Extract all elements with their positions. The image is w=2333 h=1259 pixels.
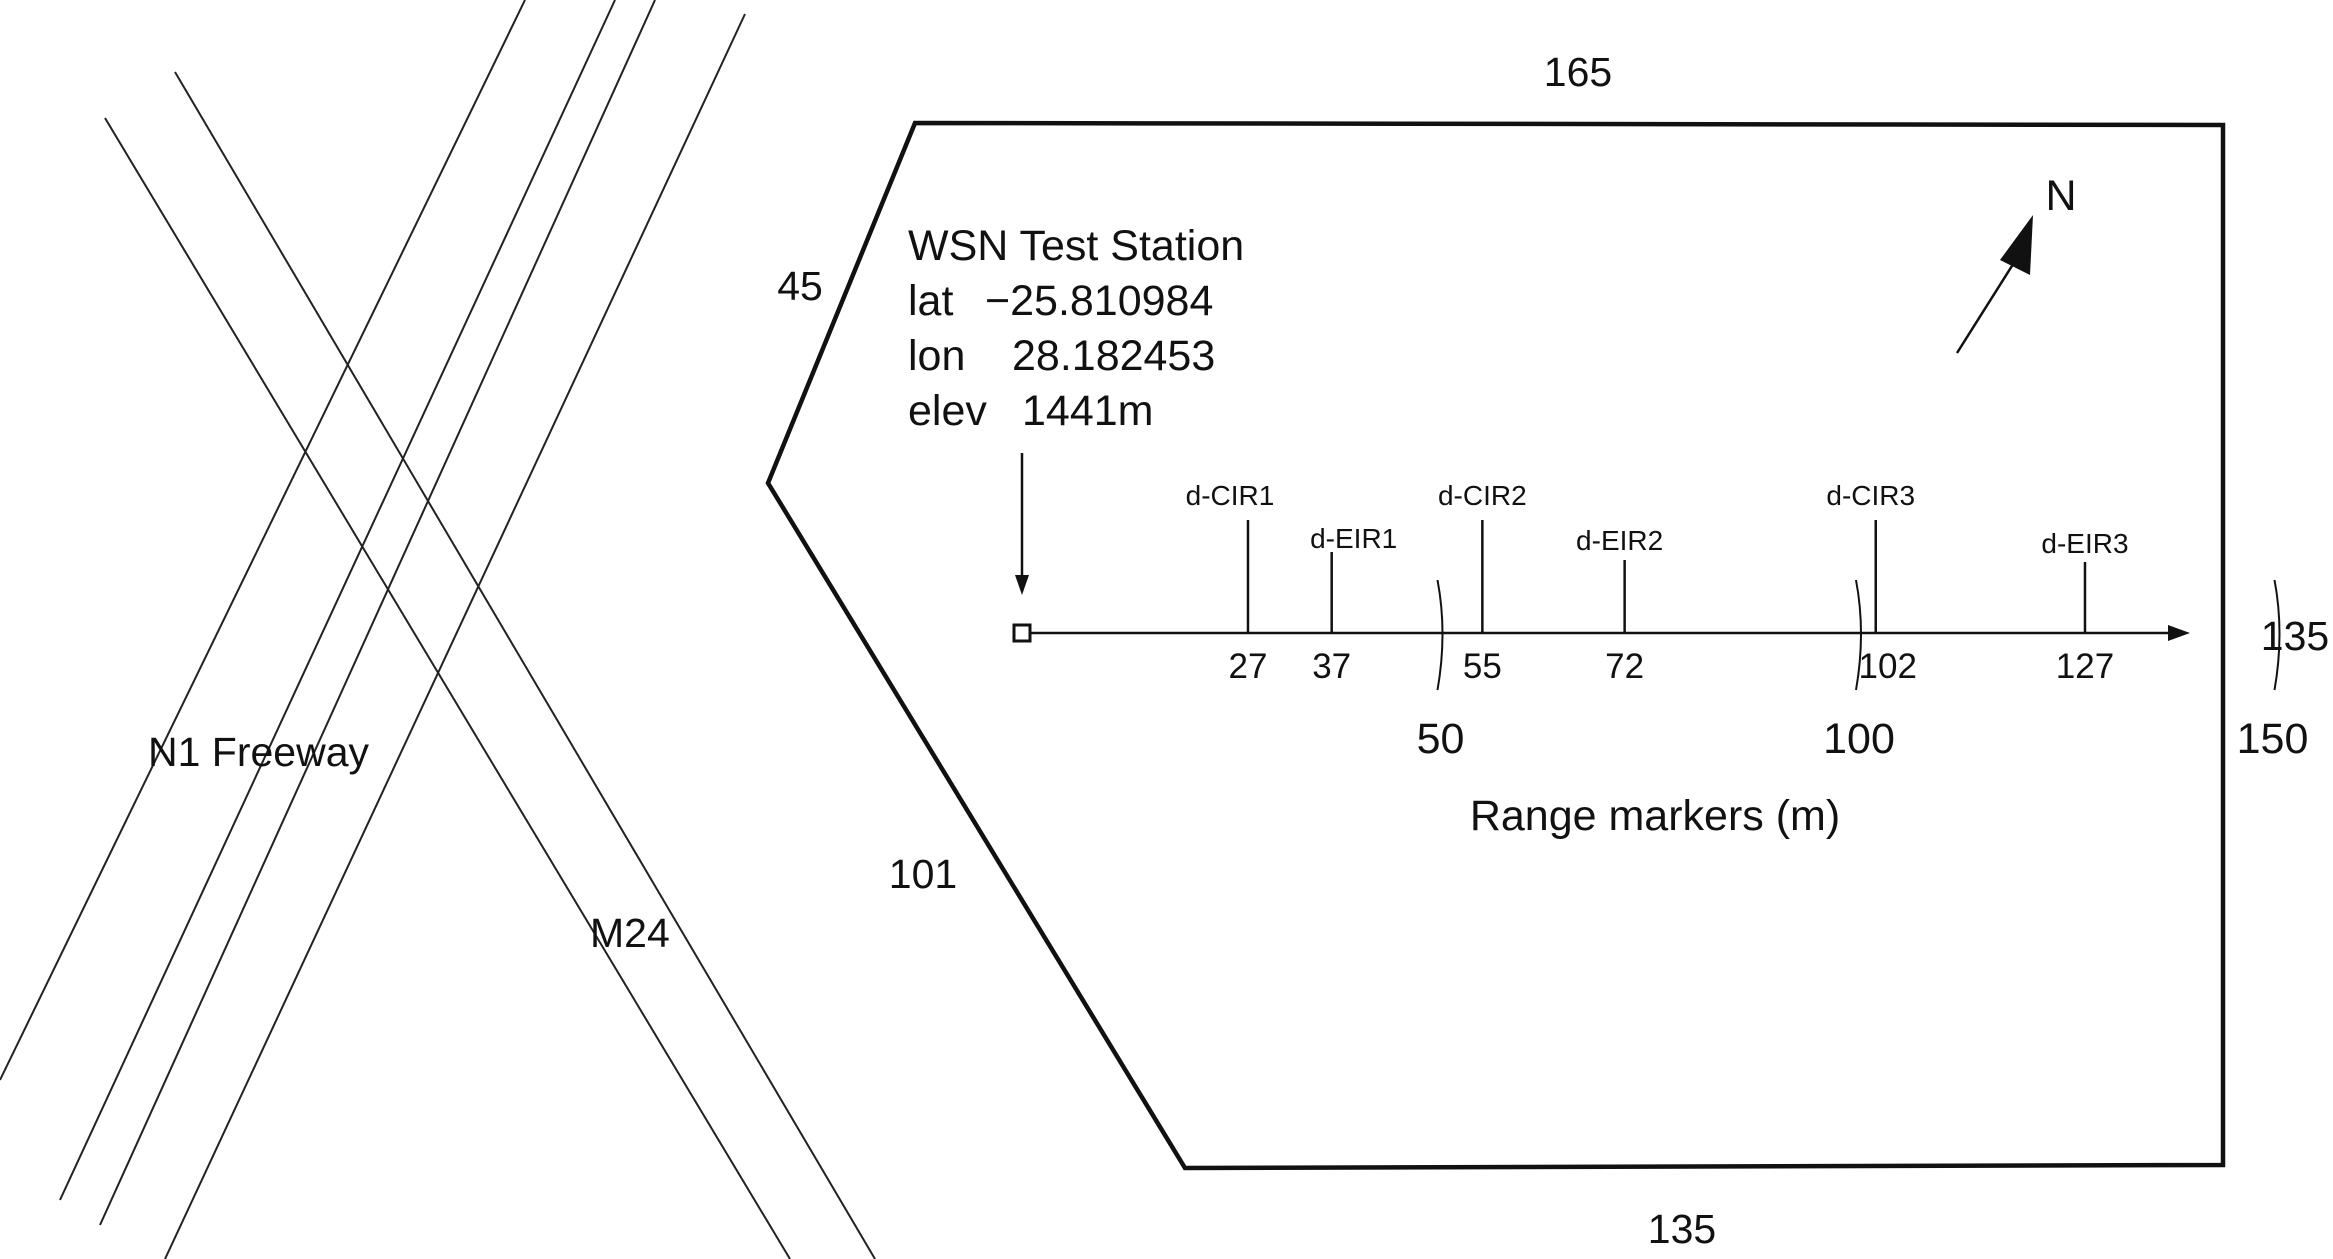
m24-label: M24 [590,910,670,956]
m24-road-edge-1 [104,117,791,1259]
station-marker-square-icon [1012,623,1032,643]
n1-road-edge-2 [59,0,616,1201]
range-axis-arrowhead-icon [2168,625,2190,641]
station-title: WSN Test Station [908,222,1244,270]
station-elev-value: 1441m [1022,387,1153,435]
north-label: N [2045,172,2076,220]
north-arrow-head-icon [2000,215,2033,275]
range-label-100: 100 [1823,715,1895,763]
edge-label-lower-left: 101 [889,851,957,897]
range-label-150: 150 [2237,715,2309,763]
station-lat-value: −25.810984 [985,277,1213,325]
edge-label-bottom: 135 [1648,1206,1716,1252]
north-arrow-shaft [1955,249,2024,354]
range-label-50: 50 [1417,715,1465,763]
sensor-name-d-eir3: d-EIR3 [2041,528,2128,559]
sensor-distance-d-eir1: 37 [1312,647,1351,686]
station-lon-value: 28.182453 [1012,332,1215,380]
n1-freeway-label: N1 Freeway [148,729,370,775]
range-markers: 50 100 150 [1417,579,2309,763]
sensor-name-d-cir3: d-CIR3 [1826,480,1915,511]
sensor-distance-d-eir2: 72 [1605,647,1644,686]
range-axis-title: Range markers (m) [1470,792,1840,840]
station-pointer-arrowhead-icon [1015,575,1029,595]
station-elev-label: elev [908,387,987,435]
sensor-name-d-eir2: d-EIR2 [1576,525,1663,556]
sensor-name-d-cir1: d-CIR1 [1186,480,1275,511]
n1-road-edge-1 [0,0,526,1081]
station-lon-label: lon [908,332,965,380]
edge-label-right: 135 [2261,613,2329,659]
n1-road-edge-4 [164,13,746,1259]
sensor-name-d-cir2: d-CIR2 [1438,480,1527,511]
sensor-name-d-eir1: d-EIR1 [1310,523,1397,554]
edge-label-upper-left: 45 [777,263,823,309]
north-arrow [1955,215,2033,354]
sensor-markers: d-CIR1 d-EIR1 d-CIR2 d-EIR2 d-CIR3 d-EIR… [1186,480,2129,686]
sensor-distance-d-cir2: 55 [1463,647,1502,686]
range-arc-150 [2273,579,2281,691]
range-arc-50 [1436,579,1444,691]
sensor-distance-d-cir1: 27 [1229,647,1268,686]
sensor-distance-d-cir3: 102 [1859,647,1917,686]
sensor-distance-d-eir3: 127 [2056,647,2114,686]
site-boundary [765,120,2226,1171]
range-arc-100 [1855,579,1862,691]
station-lat-label: lat [908,277,953,325]
edge-label-top: 165 [1544,49,1612,95]
road-lines [0,0,876,1259]
m24-road-edge-2 [174,71,876,1259]
n1-road-edge-3 [99,0,656,1226]
